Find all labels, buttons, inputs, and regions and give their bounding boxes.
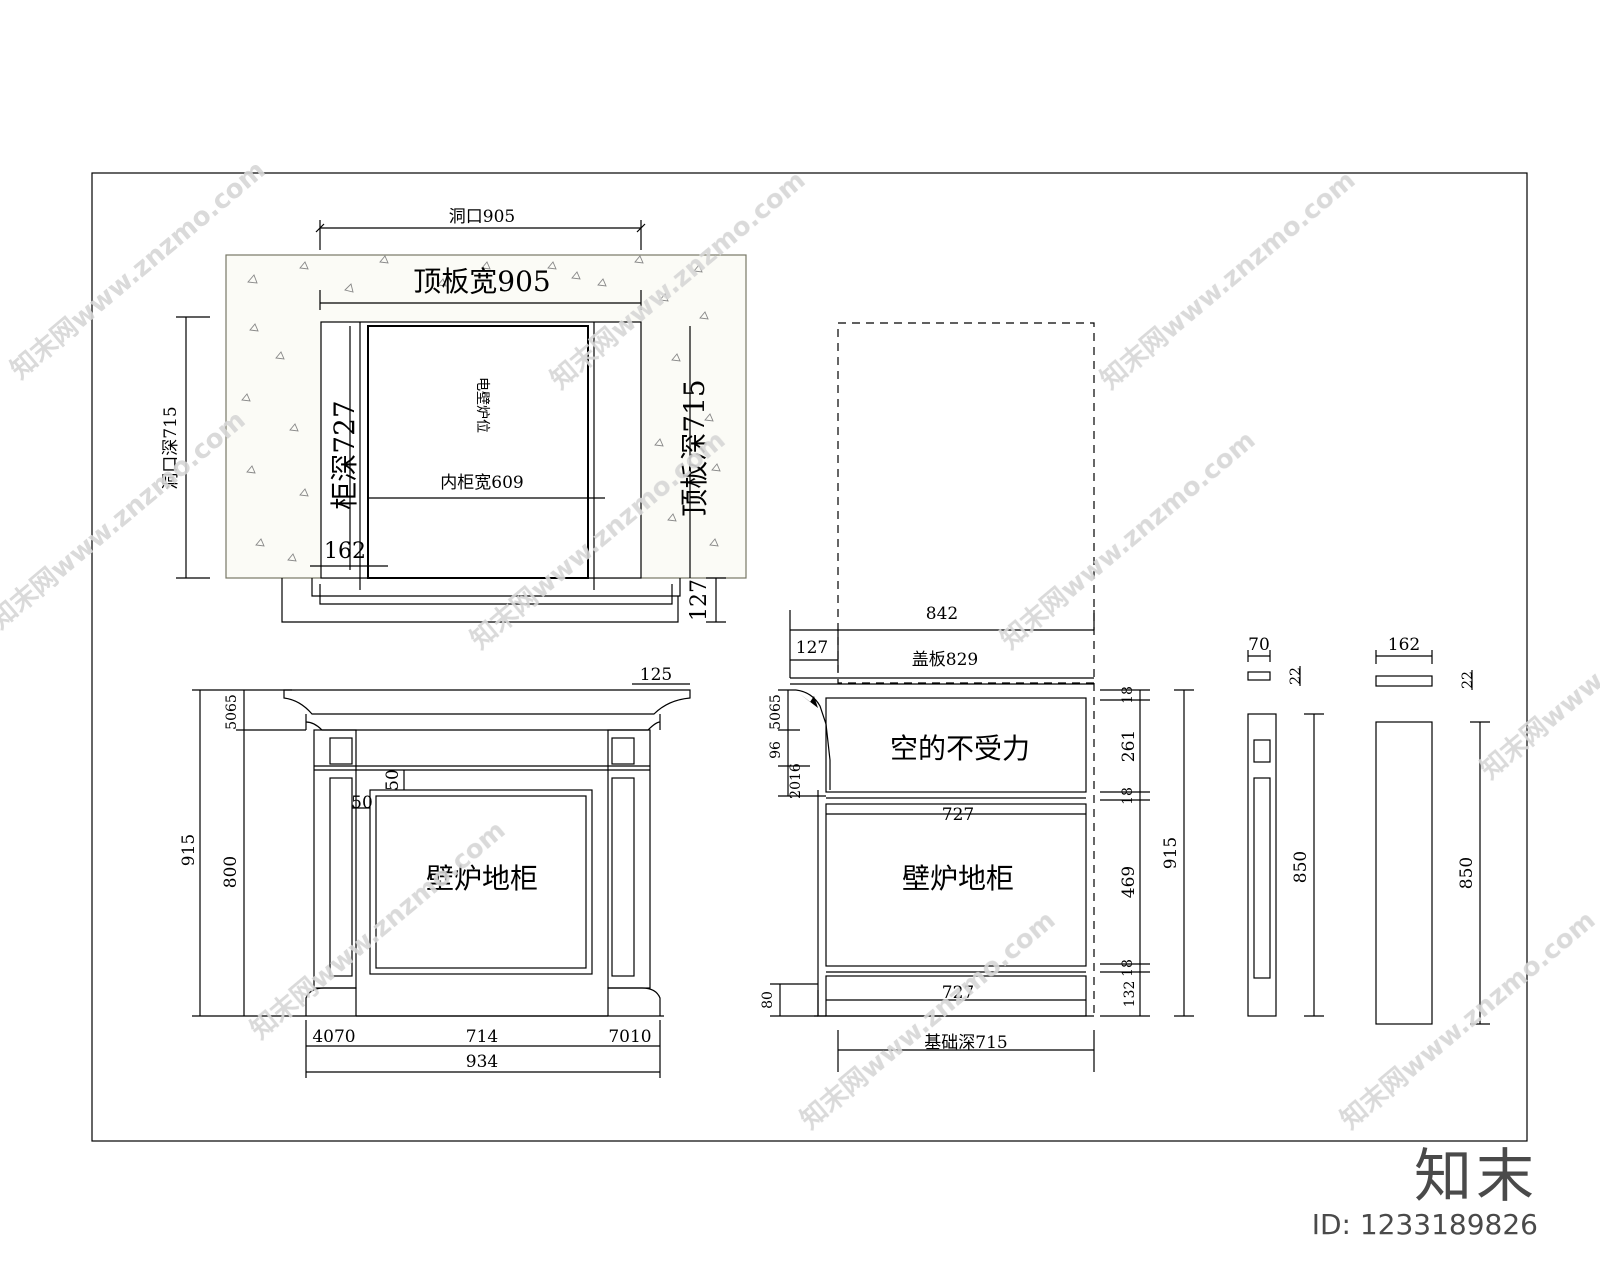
dim-front-50-side: 50 [351,793,373,813]
board-detail: 162 22 850 [1375,635,1490,1025]
label-cabinet-depth: 柜深727 [328,400,361,509]
dim-side-127: 127 [796,638,828,658]
brand-name: 知末 [1413,1142,1538,1210]
brand-id: ID: 1233189826 [1311,1208,1538,1241]
label-inner-width: 内柜宽609 [440,473,523,493]
hollow-space-outline [837,322,1095,684]
dim-side-915: 915 [1161,837,1181,869]
dim-front-50-top: 50 [383,769,403,791]
side-section: 空的不受力 壁炉地柜 842 127 盖板829 727 727 基础深715 … [760,322,1194,1072]
label-top-board-width: 顶板宽905 [413,265,550,298]
dim-board-850: 850 [1457,857,1477,889]
dim-plan-162: 162 [324,539,366,564]
dim-post-70: 70 [1248,635,1270,655]
dim-side-2016: 2016 [788,763,804,799]
dim-front-5065: 5065 [224,694,240,730]
label-hollow-note: 空的不受力 [890,732,1030,765]
dim-front-800: 800 [221,856,241,888]
dim-side-842: 842 [926,604,958,624]
dim-side-469: 469 [1119,866,1139,898]
label-base-depth: 基础深715 [924,1033,1007,1053]
dim-side-18-a: 18 [1120,686,1136,704]
dim-side-727-bottom: 727 [942,983,974,1003]
plan-view: 洞口905 顶板宽905 洞口深715 柜深727 顶板深715 内柜宽609 … [161,207,747,623]
dim-front-714: 714 [466,1027,498,1047]
dim-front-4070: 4070 [312,1027,355,1047]
dim-side-132: 132 [1122,981,1138,1008]
dim-front-125: 125 [640,665,672,685]
dim-front-915: 915 [179,834,199,866]
label-cabinet-side: 壁炉地柜 [902,862,1014,895]
dim-board-22: 22 [1460,671,1476,689]
front-elevation: 壁炉地柜 125 5065 915 800 50 50 4070 714 701… [179,665,691,1078]
drawing-frame [91,172,1528,1142]
dim-side-96: 96 [768,741,784,759]
label-opening-width: 洞口905 [449,207,515,227]
dim-side-727-top: 727 [942,805,974,825]
svg-text:知末网www.znzmo.com: 知末网www.znzmo.com [1095,165,1361,395]
svg-text:知末网www.znzmo.com: 知末网www.znzmo.com [1335,905,1600,1135]
dim-post-22: 22 [1288,667,1304,685]
dim-front-7010: 7010 [608,1027,651,1047]
dim-side-261: 261 [1119,730,1139,762]
dim-front-934: 934 [466,1052,498,1072]
front-panel [369,789,593,975]
label-top-board-depth: 顶板深715 [678,379,711,516]
dim-side-18-c: 18 [1120,959,1136,977]
dim-side-5065: 5065 [768,694,784,730]
label-cabinet-front: 壁炉地柜 [426,862,538,895]
label-cover-board: 盖板829 [912,650,978,670]
inner-cabinet [367,325,589,579]
dim-side-80: 80 [760,991,776,1009]
post-detail: 70 22 850 [1247,635,1324,1017]
label-opening-depth: 洞口深715 [161,406,181,489]
svg-text:知末网www.znzmo.com: 知末网www.znzmo.com [0,405,251,635]
svg-text:知末网www.znzmo.com: 知末网www.znzmo.com [245,815,511,1045]
label-electric-fireplace: 电壁炉位 [474,377,490,433]
dim-post-850: 850 [1291,851,1311,883]
svg-text:知末网www.znzmo.com: 知末网www.znzmo.com [795,905,1061,1135]
dim-board-162: 162 [1388,635,1420,655]
dim-plan-127: 127 [687,579,712,621]
dim-side-18-b: 18 [1120,787,1136,805]
brand-badge: 知末 ID: 1233189826 [1312,1144,1538,1242]
svg-text:知末网www.znzmo.com: 知末网www.znzmo.com [995,425,1261,655]
svg-text:知末网www.znzmo.com: 知末网www.znzmo.com [1475,555,1600,785]
